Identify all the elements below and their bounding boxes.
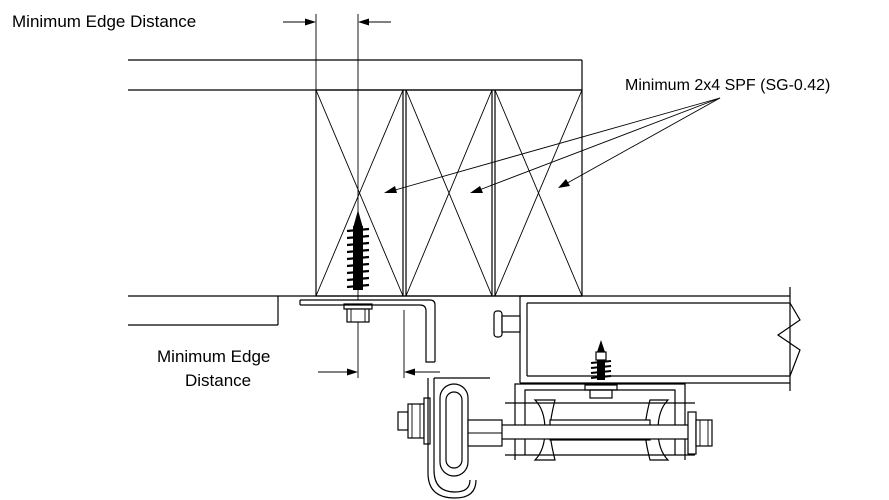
- stud-pack: [315, 89, 583, 297]
- self-drilling-screw: [584, 340, 618, 399]
- top-plate: [128, 59, 583, 91]
- lag-screw: [343, 210, 373, 323]
- bottom-edge-distance-label-line1: Minimum Edge: [157, 347, 270, 366]
- bottom-plate: [128, 295, 582, 326]
- lumber-callout: Minimum 2x4 SPF (SG-0.42): [384, 77, 830, 193]
- lumber-spec-label: Minimum 2x4 SPF (SG-0.42): [625, 77, 830, 94]
- bottom-edge-distance-dimension: Minimum Edge Distance: [157, 310, 440, 390]
- bumper: [493, 310, 521, 338]
- steel-channel: [519, 287, 801, 391]
- roller-shaft: [397, 397, 713, 455]
- bottom-edge-distance-label-line2: Distance: [185, 371, 251, 390]
- track-roller: [427, 377, 503, 499]
- top-edge-distance-dimension: Minimum Edge Distance: [12, 12, 391, 300]
- angle-bracket: [299, 299, 436, 363]
- top-edge-distance-label: Minimum Edge Distance: [12, 12, 196, 31]
